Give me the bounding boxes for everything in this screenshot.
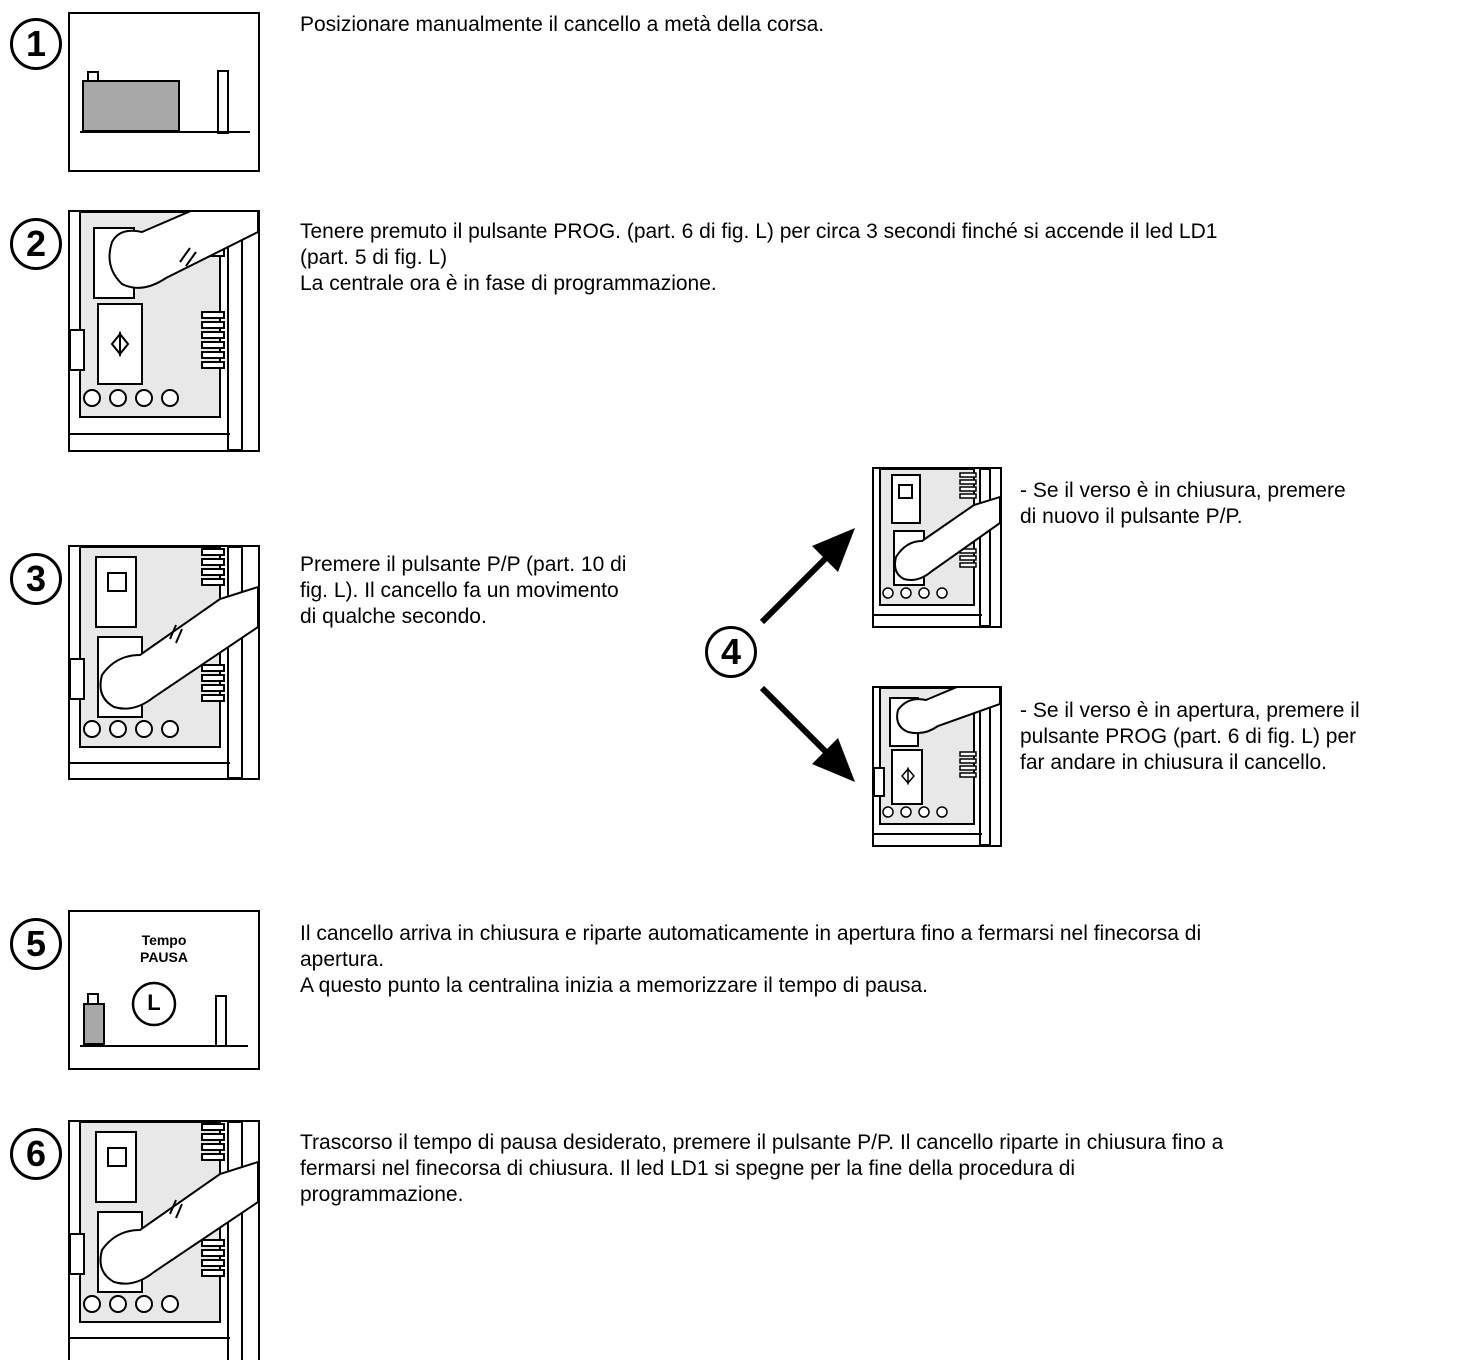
step-4-arrows [759,528,855,782]
step-6-number: 6 [10,1128,62,1180]
step-2-board-illustration [68,210,260,452]
step-3-board-illustration [68,545,260,780]
step-5-pause-illustration: Tempo PAUSA L [68,910,260,1070]
step-5-figure-label-bottom: PAUSA [140,949,188,965]
step-2-text: Tenere premuto il pulsante PROG. (part. … [300,220,1218,295]
step-4b-text: - Se il verso è in apertura, premere il … [1020,699,1360,774]
step-1-number: 1 [10,18,62,70]
step-5-clock-icon: L [147,990,161,1015]
step-4b-board-illustration [872,686,1002,847]
step-1-text: Posizionare manualmente il cancello a me… [300,13,825,36]
step-4-number: 4 [705,626,757,678]
step-4a-text: - Se il verso è in chiusura, premere di … [1020,479,1346,528]
step-1-gate-illustration [68,12,260,172]
step-4a-board-illustration [872,467,1002,628]
step-3-number: 3 [10,553,62,605]
step-5-number: 5 [10,918,62,970]
step-3-text: Premere il pulsante P/P (part. 10 di fig… [300,553,627,628]
step-2-number: 2 [10,218,62,270]
step-5-text: Il cancello arriva in chiusura e riparte… [300,922,1202,997]
step-6-text: Trascorso il tempo di pausa desiderato, … [300,1131,1224,1206]
step-6-board-illustration [68,1120,260,1360]
step-5-figure-label-top: Tempo [141,932,187,948]
